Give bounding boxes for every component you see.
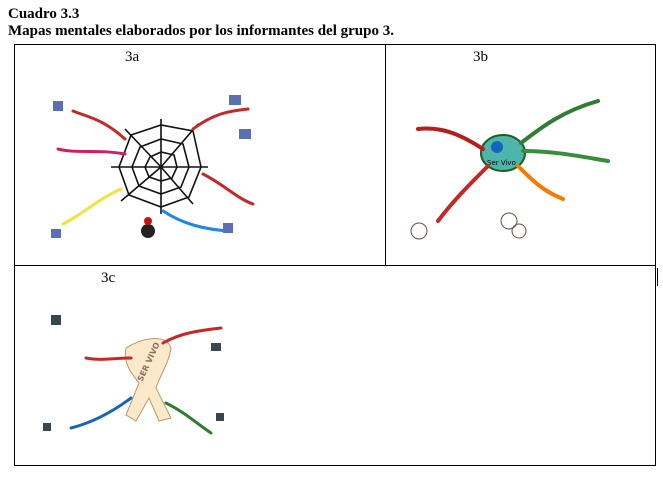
figure-3c-mind-map: SER VIVO bbox=[43, 315, 224, 435]
document-heading: Cuadro 3.3 Mapas mentales elaborados por… bbox=[8, 6, 394, 40]
figure-table: 3a 3b bbox=[14, 44, 656, 466]
human-silhouette-icon bbox=[124, 338, 172, 422]
document-title: Cuadro 3.3 bbox=[8, 6, 80, 22]
figure-3a-mind-map bbox=[51, 95, 255, 238]
table-row-divider bbox=[15, 265, 655, 266]
figure-3c-label: 3c bbox=[101, 270, 116, 286]
figure-3a-label: 3a bbox=[125, 49, 140, 65]
document-subtitle: Mapas mentales elaborados por los inform… bbox=[8, 23, 394, 39]
figure-3b-mind-map: Ser Vivo bbox=[410, 99, 610, 240]
text-cursor bbox=[657, 268, 658, 286]
spider-web-icon bbox=[111, 119, 208, 238]
table-column-divider bbox=[385, 45, 386, 265]
svg-text:Ser Vivo: Ser Vivo bbox=[487, 159, 516, 167]
figure-3b-label: 3b bbox=[473, 49, 488, 65]
